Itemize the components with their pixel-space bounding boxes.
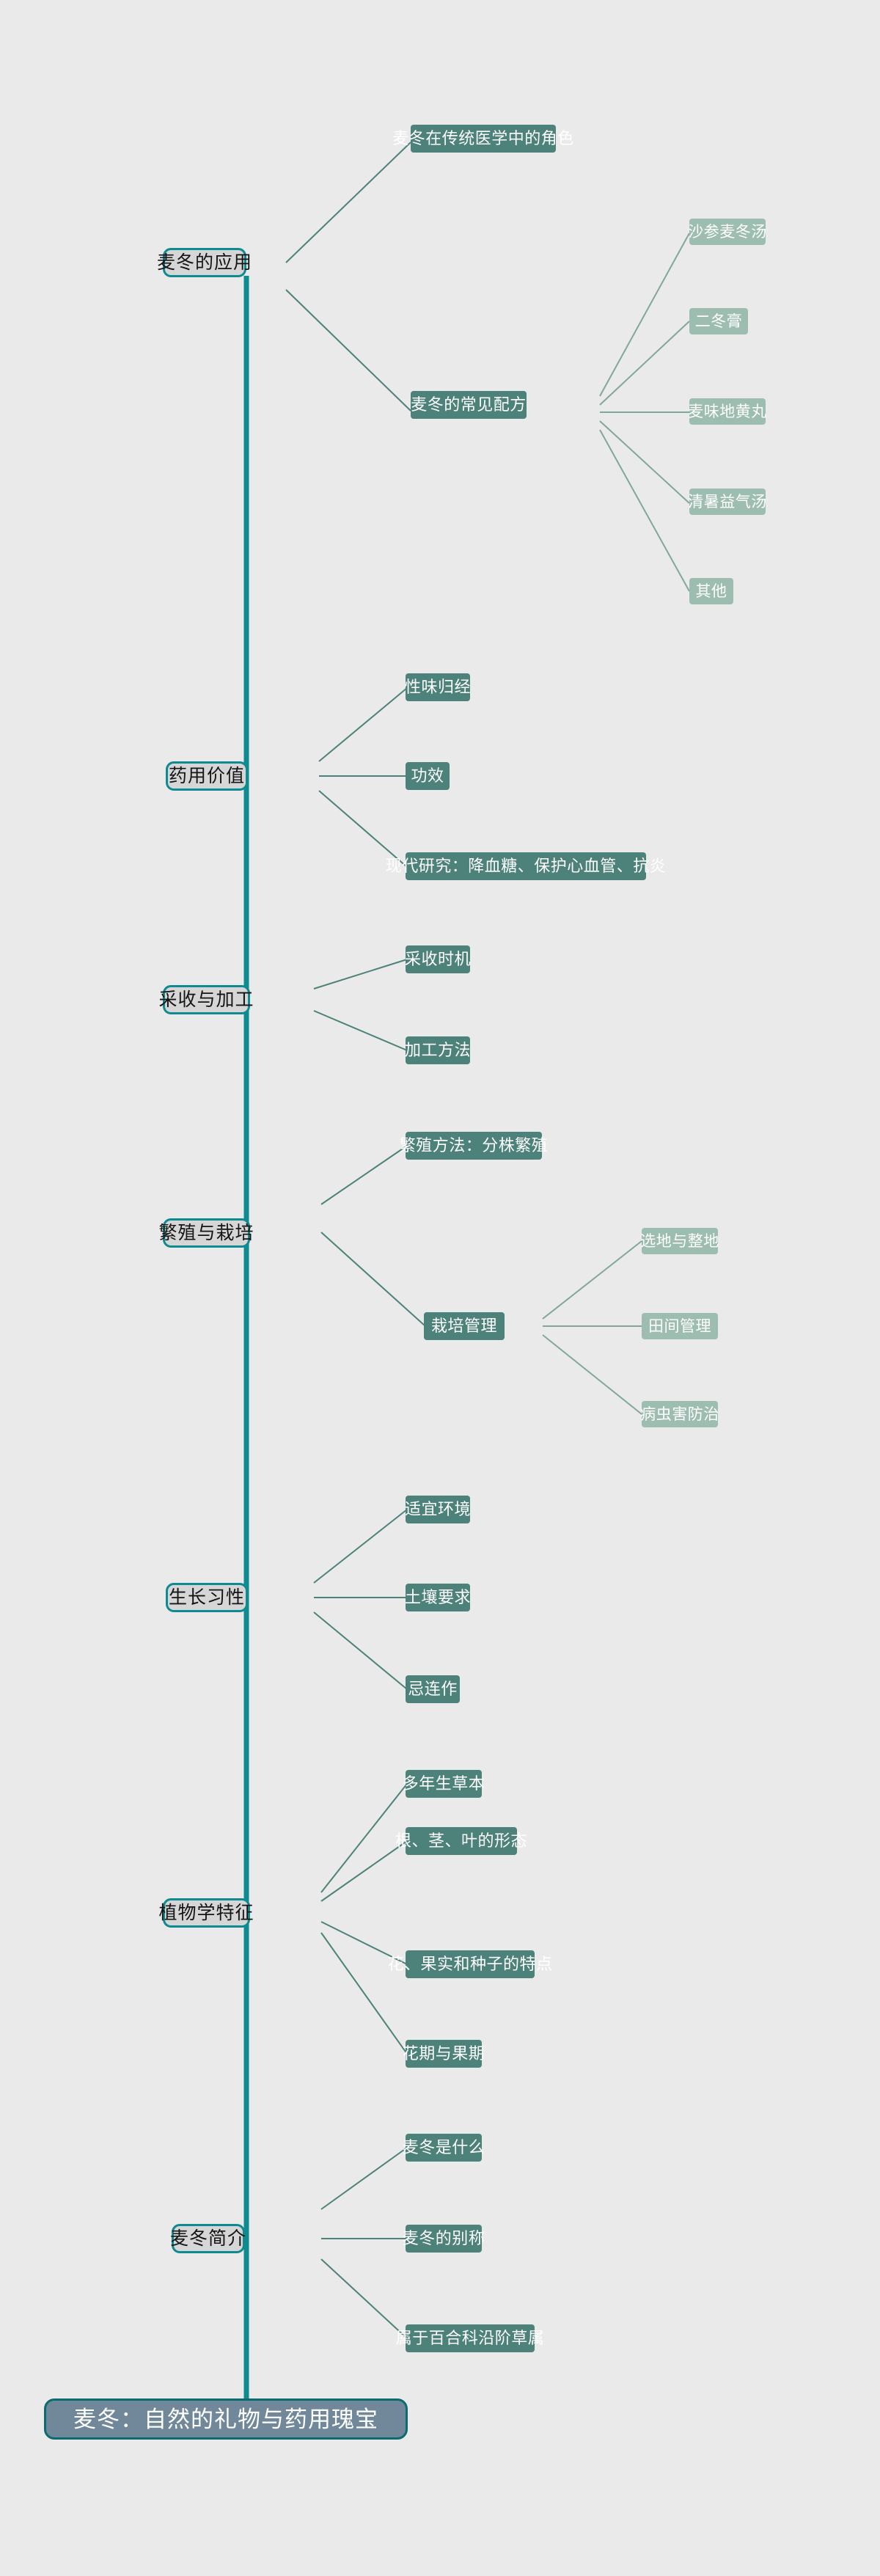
edge-zaipei-0 xyxy=(542,1240,642,1320)
branch-label: 繁殖与栽培 xyxy=(158,1222,254,1243)
root-node[interactable]: 麦冬：自然的礼物与药用瑰宝 xyxy=(44,2398,408,2440)
leaf-label: 麦冬的别称 xyxy=(402,2229,485,2247)
leaf-node-gen-jing-ye-xingtai[interactable]: 根、茎、叶的形态 xyxy=(395,1827,527,1855)
edge-yaoyong-0 xyxy=(318,687,408,762)
leaf-label: 性味归经 xyxy=(405,678,472,696)
leaf-label: 沙参麦冬汤 xyxy=(688,223,767,241)
subbranch-label: 麦冬的常见配方 xyxy=(411,395,527,414)
branch-label: 植物学特征 xyxy=(158,1902,254,1923)
leaf-label: 病虫害防治 xyxy=(640,1405,719,1423)
branch-node-yaoyong[interactable]: 药用价值 xyxy=(166,761,248,791)
edge-yingyong-1 xyxy=(285,289,411,411)
subbranch-node-changjian-peifang[interactable]: 麦冬的常见配方 xyxy=(411,391,527,419)
subbranch-node-zaipei-guanli[interactable]: 栽培管理 xyxy=(424,1312,505,1340)
leaf-node-xuandi-zhengdi[interactable]: 选地与整地 xyxy=(640,1228,719,1254)
edge-zhiwuxue-0 xyxy=(320,1783,408,1893)
leaf-node-chuantong-yixue[interactable]: 麦冬在传统医学中的角色 xyxy=(392,125,573,153)
leaf-node-shiyi-huanjing[interactable]: 适宜环境 xyxy=(405,1496,472,1523)
edge-jianjie-2 xyxy=(320,2258,408,2339)
leaf-node-maidong-biecheng[interactable]: 麦冬的别称 xyxy=(402,2225,485,2253)
leaf-label: 属于百合科沿阶草属 xyxy=(395,2329,545,2347)
edge-zhiwuxue-3 xyxy=(320,1932,408,2054)
branch-label: 生长习性 xyxy=(168,1587,245,1608)
edge-zhiwuxue-1 xyxy=(320,1840,408,1902)
edge-yingyong-0 xyxy=(285,142,411,263)
edge-peifang-3 xyxy=(599,420,690,504)
leaf-node-duonian-shengcaoben[interactable]: 多年生草本 xyxy=(402,1770,485,1798)
leaf-label: 根、茎、叶的形态 xyxy=(395,1832,528,1850)
leaf-label: 多年生草本 xyxy=(402,1774,485,1793)
leaf-label: 麦冬在传统医学中的角色 xyxy=(392,129,574,147)
leaf-node-shashen-maidong-tang[interactable]: 沙参麦冬汤 xyxy=(688,219,767,245)
edge-peifang-1 xyxy=(599,321,690,406)
leaf-label: 花期与果期 xyxy=(402,2044,485,2063)
leaf-label: 清暑益气汤 xyxy=(688,493,767,511)
leaf-label: 田间管理 xyxy=(648,1317,711,1335)
leaf-label: 花、果实和种子的特点 xyxy=(387,1955,553,1973)
edge-shengzhang-0 xyxy=(313,1509,408,1584)
branch-label: 麦冬的应用 xyxy=(157,252,253,273)
branch-label: 麦冬简介 xyxy=(170,2228,247,2249)
edge-fanzhi-0 xyxy=(320,1145,408,1205)
leaf-label: 麦味地黄丸 xyxy=(688,403,767,420)
edge-zaipei-2 xyxy=(542,1334,642,1415)
leaf-node-turang-yaoqiu[interactable]: 土壤要求 xyxy=(405,1584,472,1611)
edge-caishou-0 xyxy=(313,959,408,989)
leaf-label: 土壤要求 xyxy=(405,1588,472,1606)
leaf-node-baihe-ke[interactable]: 属于百合科沿阶草属 xyxy=(396,2324,544,2352)
leaf-label: 功效 xyxy=(411,766,444,785)
leaf-label: 适宜环境 xyxy=(405,1500,472,1518)
leaf-node-fanzhi-fangfa[interactable]: 繁殖方法：分株繁殖 xyxy=(400,1132,548,1160)
leaf-node-ji-lianzuo[interactable]: 忌连作 xyxy=(406,1675,460,1703)
leaf-label: 忌连作 xyxy=(408,1680,458,1698)
leaf-label: 其他 xyxy=(695,582,727,600)
branch-label: 药用价值 xyxy=(168,765,245,786)
branch-node-shengzhang[interactable]: 生长习性 xyxy=(166,1583,248,1612)
edge-shengzhang-2 xyxy=(313,1611,408,1690)
leaf-label: 繁殖方法：分株繁殖 xyxy=(399,1136,549,1155)
root-label: 麦冬：自然的礼物与药用瑰宝 xyxy=(73,2406,378,2432)
leaf-node-caishou-shiji[interactable]: 采收时机 xyxy=(405,945,472,973)
leaf-label: 现代研究：降血糖、保护心血管、抗炎 xyxy=(385,857,667,875)
leaf-node-xingwei-guijing[interactable]: 性味归经 xyxy=(405,673,472,701)
leaf-label: 选地与整地 xyxy=(640,1232,719,1250)
edge-yaoyong-2 xyxy=(318,790,408,868)
branch-node-fanzhi[interactable]: 繁殖与栽培 xyxy=(159,1218,254,1248)
edge-jianjie-0 xyxy=(320,2147,408,2210)
branch-node-jianjie[interactable]: 麦冬简介 xyxy=(170,2224,247,2253)
leaf-node-maiwei-dihuang-wan[interactable]: 麦味地黄丸 xyxy=(688,398,767,425)
edge-fanzhi-1 xyxy=(320,1232,426,1327)
leaf-node-hua-guoshi-zhongzi[interactable]: 花、果实和种子的特点 xyxy=(388,1950,552,1978)
leaf-node-jiagong-fangfa[interactable]: 加工方法 xyxy=(405,1036,472,1064)
leaf-label: 采收时机 xyxy=(405,950,472,968)
leaf-label: 麦冬是什么 xyxy=(402,2138,485,2156)
leaf-node-huaqi-guoqi[interactable]: 花期与果期 xyxy=(402,2040,485,2068)
leaf-node-qita[interactable]: 其他 xyxy=(689,578,733,604)
branch-node-yingyong[interactable]: 麦冬的应用 xyxy=(157,248,252,277)
branch-label: 采收与加工 xyxy=(158,989,254,1010)
leaf-node-tianjian-guanli[interactable]: 田间管理 xyxy=(642,1313,718,1339)
leaf-node-qingshu-yiqi-tang[interactable]: 清暑益气汤 xyxy=(688,489,767,515)
leaf-node-maidong-shishenme[interactable]: 麦冬是什么 xyxy=(402,2134,485,2162)
leaf-label: 加工方法 xyxy=(405,1041,472,1059)
leaf-node-xiandai-yanjiu[interactable]: 现代研究：降血糖、保护心血管、抗炎 xyxy=(386,852,666,880)
edge-caishou-1 xyxy=(313,1010,408,1051)
leaf-label: 二冬膏 xyxy=(694,312,743,330)
branch-node-caishou[interactable]: 采收与加工 xyxy=(159,985,254,1014)
leaf-node-gongxiao[interactable]: 功效 xyxy=(406,762,450,790)
edge-peifang-0 xyxy=(599,233,690,397)
branch-node-zhiwuxue[interactable]: 植物学特征 xyxy=(159,1898,254,1928)
subbranch-label: 栽培管理 xyxy=(430,1317,497,1335)
leaf-node-bingchonghai-fangzhi[interactable]: 病虫害防治 xyxy=(640,1401,719,1427)
leaf-node-erdong-gao[interactable]: 二冬膏 xyxy=(689,308,748,334)
edge-peifang-4 xyxy=(599,429,690,592)
